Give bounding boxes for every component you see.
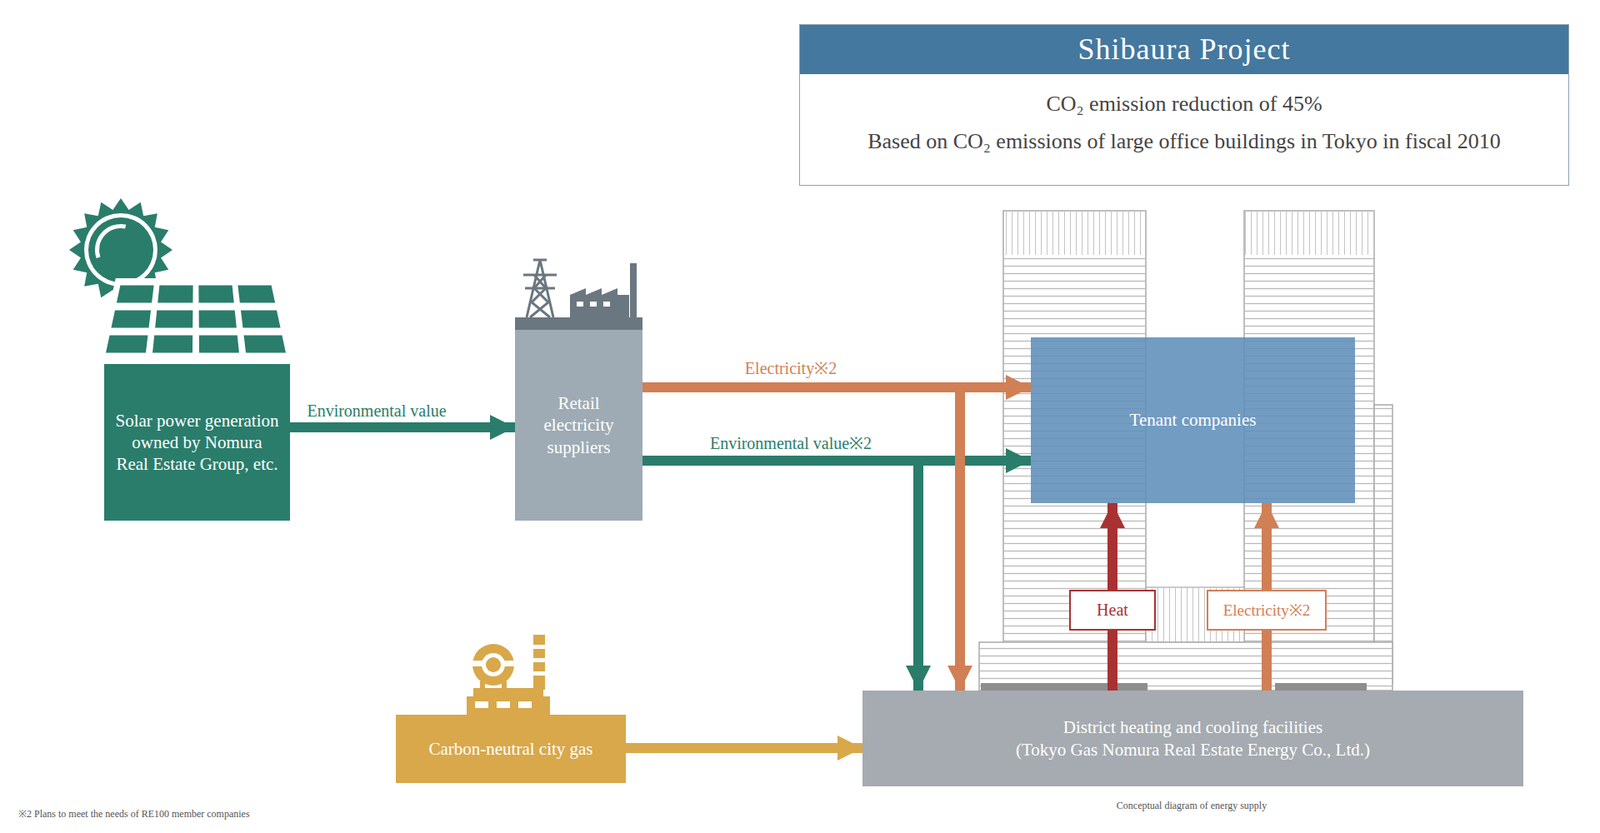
diagram-caption: Conceptual diagram of energy supply bbox=[1116, 800, 1267, 813]
dhc-facility-box: District heating and cooling facilities(… bbox=[862, 690, 1524, 787]
box-text: Tenant companies bbox=[1130, 409, 1257, 431]
heat-label-box: Heat bbox=[1069, 590, 1156, 631]
city-gas-box: Carbon-neutral city gas bbox=[395, 715, 626, 784]
box-text: Retail electricity suppliers bbox=[521, 392, 636, 459]
box-text: Heat bbox=[1096, 600, 1129, 621]
flow-arrow bbox=[1261, 503, 1272, 590]
flow-arrow bbox=[1107, 503, 1118, 590]
electricity-label-box: Electricity※2 bbox=[1206, 590, 1327, 631]
flow-arrow bbox=[642, 460, 919, 691]
flow-arrow bbox=[625, 743, 863, 754]
flow-label: Electricity※2 bbox=[741, 356, 840, 380]
flow-label: Environmental value bbox=[303, 401, 450, 421]
box-text: Carbon-neutral city gas bbox=[428, 738, 593, 760]
supplier-roof-bar bbox=[515, 317, 643, 330]
flow-arrow bbox=[642, 387, 960, 691]
flow-label: Environmental value※2 bbox=[706, 431, 875, 455]
box-text: (Tokyo Gas Nomura Real Estate Energy Co.… bbox=[1015, 739, 1370, 761]
flow-arrow bbox=[1261, 630, 1272, 691]
building-illustration bbox=[979, 210, 1393, 691]
supplier-box: Retail electricity suppliers bbox=[515, 330, 643, 521]
footnote: ※2 Plans to meet the needs of RE100 memb… bbox=[18, 806, 250, 821]
tenant-box: Tenant companies bbox=[1030, 337, 1355, 504]
box-text: CO₂ emission reduction of 45% bbox=[1034, 90, 1334, 119]
power-plant-icon bbox=[523, 260, 637, 318]
box-text: District heating and cooling facilities bbox=[1063, 716, 1323, 739]
box-text: Solar power generation owned by Nomura R… bbox=[114, 410, 280, 476]
project-summary-box: Shibaura ProjectCO₂ emission reduction o… bbox=[799, 24, 1570, 186]
solar-power-box: Solar power generation owned by Nomura R… bbox=[104, 364, 290, 521]
gas-plant-icon bbox=[466, 635, 550, 715]
flow-arrow bbox=[290, 422, 515, 433]
project-title: Shibaura Project bbox=[800, 25, 1569, 75]
solar-panel-icon bbox=[101, 281, 290, 357]
box-text: Electricity※2 bbox=[1223, 600, 1311, 621]
box-text: Based on CO₂ emissions of large office b… bbox=[855, 128, 1513, 156]
flow-arrow bbox=[1107, 630, 1118, 691]
